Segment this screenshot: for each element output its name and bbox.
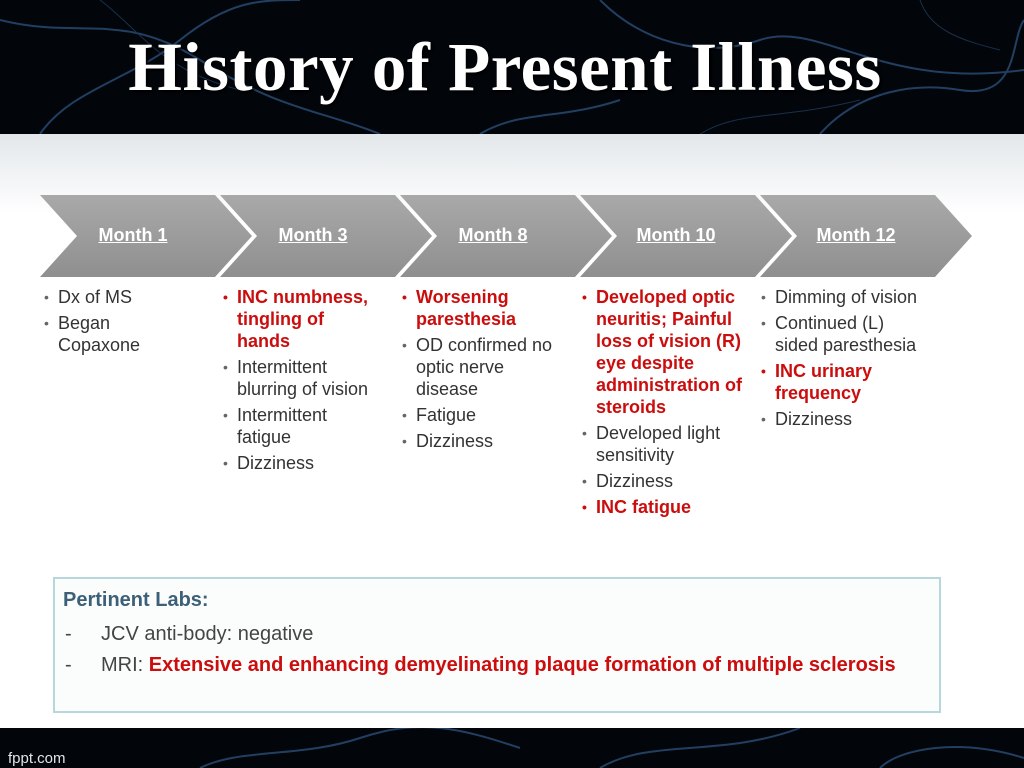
list-item: Dizziness [223, 452, 373, 474]
column-month-10: Developed optic neuritis; Painful loss o… [582, 286, 754, 522]
list-item: Dizziness [761, 408, 921, 430]
column-month-8: Worsening paresthesia OD confirmed no op… [402, 286, 562, 456]
month-label-1: Month 1 [98, 225, 168, 245]
list-item: INC urinary frequency [761, 360, 921, 404]
timeline-arrow-4 [580, 195, 792, 277]
timeline-arrow-2 [220, 195, 432, 277]
dash-bullet: - [65, 654, 72, 676]
list-item: Dizziness [402, 430, 562, 452]
labs-title: Pertinent Labs: [63, 589, 209, 611]
list-item: Intermittent blurring of vision [223, 356, 373, 400]
column-month-3: INC numbness, tingling of hands Intermit… [223, 286, 373, 478]
lab-row-jcv: - JCV anti-body: negative [63, 620, 931, 649]
list-item: Fatigue [402, 404, 562, 426]
column-month-1: Dx of MS Began Copaxone [44, 286, 194, 360]
list-item: INC numbness, tingling of hands [223, 286, 373, 352]
list-item: Dimming of vision [761, 286, 921, 308]
pertinent-labs-box: Pertinent Labs: - JCV anti-body: negativ… [53, 577, 941, 713]
timeline-arrow-1 [40, 195, 252, 277]
nerve-background-decoration [0, 0, 1024, 134]
month-label-2: Month 3 [278, 225, 348, 245]
footer-brand-link[interactable]: fppt.com [8, 750, 66, 767]
month-label-3: Month 8 [458, 225, 528, 245]
timeline-arrow-3 [400, 195, 612, 277]
lab-row-mri: - MRI: Extensive and enhancing demyelina… [63, 651, 931, 680]
list-item: Dizziness [582, 470, 754, 492]
lab-text: JCV anti-body: negative [101, 623, 314, 645]
list-item: INC fatigue [582, 496, 754, 518]
timeline-arrow-5 [760, 195, 972, 277]
timeline-arrows [40, 195, 972, 277]
list-item: Began Copaxone [44, 312, 194, 356]
header-band: History of Present Illness [0, 0, 1024, 134]
list-item: Developed light sensitivity [582, 422, 754, 466]
list-item: Intermittent fatigue [223, 404, 373, 448]
list-item: OD confirmed no optic nerve disease [402, 334, 562, 400]
list-item: Worsening paresthesia [402, 286, 562, 330]
dash-bullet: - [65, 623, 72, 645]
nerve-footer-decoration [199, 728, 1024, 768]
footer-band: fppt.com [0, 728, 1024, 768]
month-label-5: Month 12 [816, 225, 896, 245]
page-title: History of Present Illness [128, 29, 882, 105]
month-label-4: Month 10 [636, 225, 716, 245]
column-month-12: Dimming of vision Continued (L) sided pa… [761, 286, 921, 434]
lab-text: MRI: [101, 654, 149, 676]
list-item: Continued (L) sided paresthesia [761, 312, 921, 356]
list-item: Developed optic neuritis; Painful loss o… [582, 286, 754, 418]
lab-emphasis: Extensive and enhancing demyelinating pl… [148, 654, 896, 676]
timeline: Month 1 Month 3 Month 8 Month 10 Month 1… [0, 195, 1024, 277]
list-item: Dx of MS [44, 286, 194, 308]
